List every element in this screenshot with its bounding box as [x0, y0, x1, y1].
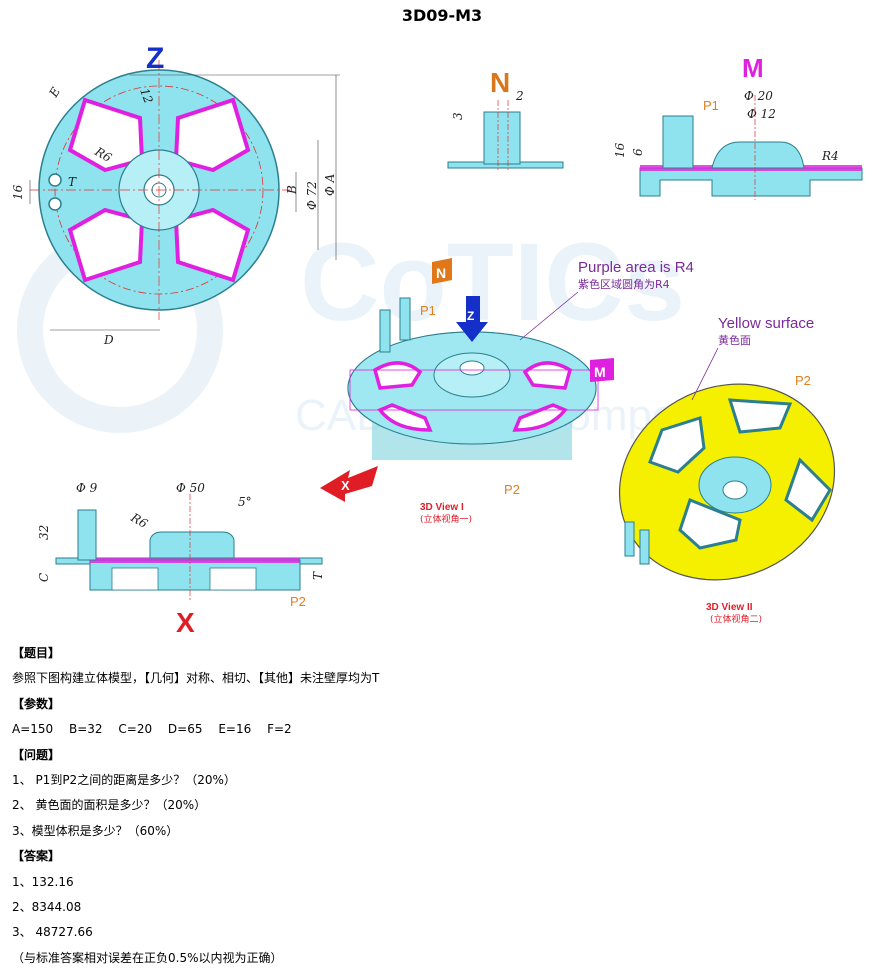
answers-header: 【答案】	[12, 849, 61, 864]
view2-p2-tag: P2	[795, 373, 811, 388]
topic-text: 参照下图构建立体模型，【几何】对称、相切、【其他】未注壁厚均为T	[12, 671, 380, 686]
param-f: F=2	[267, 722, 292, 737]
params-header: 【参数】	[12, 696, 61, 711]
dim-r4: R4	[821, 149, 839, 163]
dim-phi50: Φ 50	[176, 481, 205, 495]
m-p1-tag: P1	[703, 98, 719, 113]
dim-phi20: Φ 20	[744, 89, 773, 103]
topic-header: 【题目】	[12, 646, 61, 660]
dim-phi72: Φ 72	[305, 181, 319, 210]
x-p2-tag: P2	[290, 594, 306, 609]
dim-b: B	[285, 185, 299, 195]
dim-xr6: R6	[128, 510, 151, 531]
question-3: 3、模型体积是多少？（60%）	[12, 823, 179, 838]
dim-phi9: Φ 9	[76, 481, 98, 495]
view1-caption-cn: (立体视角一)	[420, 513, 472, 525]
view1-caption: 3D View I	[420, 502, 464, 513]
questions-header: 【问题】	[12, 747, 61, 762]
view2-caption-cn: (立体视角二)	[710, 613, 762, 625]
page-title: 3D09-M3	[401, 6, 483, 25]
dim-16: 16	[11, 184, 25, 200]
dim-d: D	[103, 333, 114, 347]
question-2: 2、 黄色面的面积是多少？（20%）	[12, 798, 207, 813]
purple-note-cn: 紫色区域圆角为R4	[578, 277, 670, 291]
marker-n: N	[436, 265, 446, 281]
dim-e: E	[46, 85, 63, 101]
question-1: 1、 P1到P2之间的距离是多少？（20%）	[12, 773, 236, 788]
answer-2: 2、8344.08	[12, 900, 82, 915]
dim-x32: 32	[37, 525, 51, 540]
view-label-n: N	[490, 67, 510, 98]
tolerance-note: （与标准答案相对误差在正负0.5%以内视为正确）	[12, 950, 283, 965]
dim-n3: 3	[451, 112, 465, 120]
param-a: A=150	[12, 722, 54, 737]
n-section-view: N 3 2	[447, 67, 564, 170]
param-b: B=32	[69, 722, 103, 737]
m-section-view: M P1 Φ 20 Φ 12 16 6 R4	[613, 53, 863, 200]
params-list: A=150 B=32 C=20 D=65 E=16 F=2	[12, 717, 872, 742]
dim-12: 12	[137, 86, 155, 105]
param-e: E=16	[218, 722, 252, 737]
dim-m6: 6	[631, 148, 645, 156]
purple-note-en: Purple area is R4	[578, 259, 694, 276]
problem-text: 【题目】 参照下图构建立体模型，【几何】对称、相切、【其他】未注壁厚均为T 【参…	[12, 641, 872, 971]
marker-x: X	[341, 478, 350, 493]
yellow-note-cn: 黄色面	[718, 333, 751, 347]
watermark-big: CoTICs	[300, 221, 685, 344]
view-label-z: Z	[146, 42, 164, 75]
answer-1: 1、132.16	[12, 874, 74, 889]
view-label-m: M	[742, 53, 764, 83]
3d-view-one: N M Z X P1 P2 Purple area is R4 紫色区域圆角为R…	[320, 258, 694, 525]
z-top-view: Z E 12 R6 16 T B Φ 72 Φ A D	[11, 42, 340, 347]
dim-xt: T	[311, 571, 325, 580]
dim-5deg: 5°	[238, 495, 252, 509]
dim-t: T	[68, 175, 77, 189]
dim-phi12: Φ 12	[747, 107, 776, 121]
dim-n2: 2	[515, 89, 524, 103]
view1-p2-tag: P2	[504, 482, 520, 497]
answer-3: 3、 48727.66	[12, 925, 93, 940]
engineering-drawing: CoTICs CAD Digital Competition Z	[11, 42, 863, 638]
param-d: D=65	[167, 722, 203, 737]
yellow-note-en: Yellow surface	[718, 315, 814, 332]
view2-caption: 3D View II	[706, 602, 753, 613]
3d-view-two: Yellow surface 黄色面 P2 3D View II (立体视角二)	[618, 315, 836, 625]
marker-m: M	[594, 364, 606, 380]
dim-phiA: Φ A	[323, 173, 337, 196]
x-front-view: X Φ 9 Φ 50 5° R6 32 C T P2	[37, 481, 325, 638]
dim-m16: 16	[613, 142, 627, 158]
marker-z: Z	[467, 309, 474, 323]
view-label-x: X	[176, 607, 195, 638]
view1-p1-tag: P1	[420, 303, 436, 318]
dim-c: C	[37, 573, 51, 582]
param-c: C=20	[118, 722, 153, 737]
